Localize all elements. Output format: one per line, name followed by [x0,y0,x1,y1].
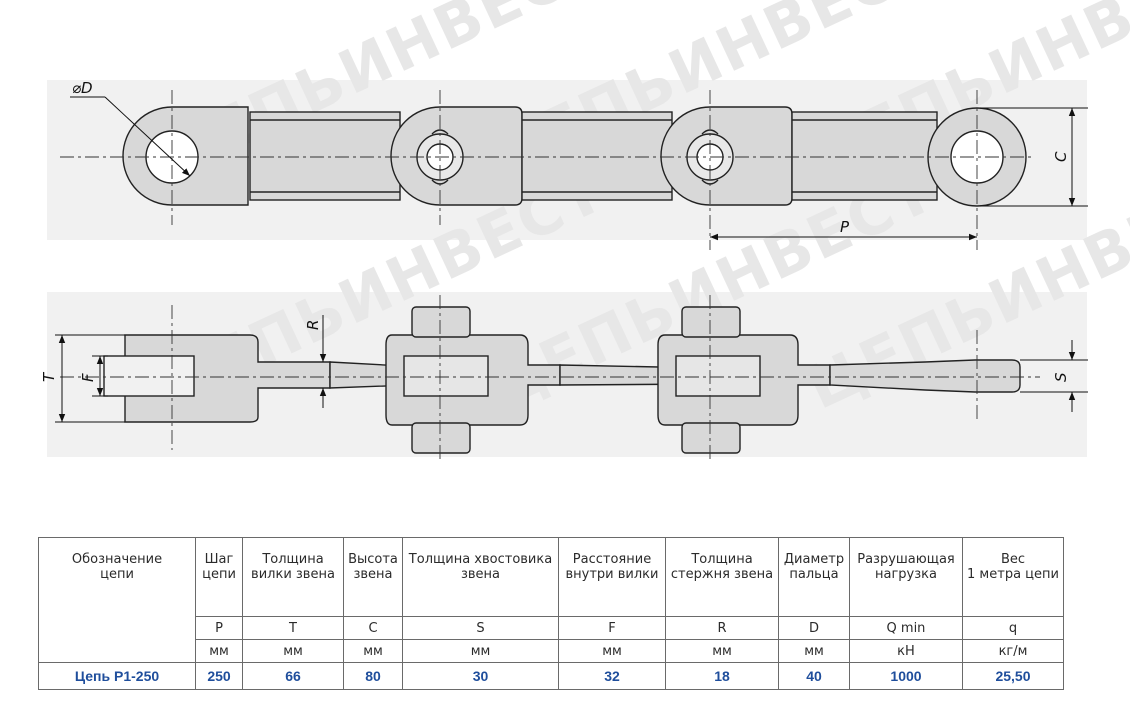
unit-cell: мм [343,639,403,663]
unit-cell: мм [242,639,344,663]
link-body-1 [249,111,401,201]
value-cell: 32 [558,662,666,690]
value-cell: 250 [195,662,243,690]
label-inside-fork: F [79,373,97,382]
symbol-cell: R [665,616,779,640]
header-designation: Обозначение цепи [38,537,196,663]
unit-cell: мм [558,639,666,663]
symbol-cell: P [195,616,243,640]
table-units-row: мм мм мм мм мм мм мм кН кг/м [39,639,1064,663]
side-view [103,306,1021,454]
symbol-cell: q [962,616,1064,640]
table-symbols-row: P T C S F R D Q min q [39,616,1064,640]
label-shank-thickness: S [1052,372,1070,382]
unit-cell: кг/м [962,639,1064,663]
symbol-cell: F [558,616,666,640]
unit-cell: мм [195,639,243,663]
symbol-cell: D [778,616,850,640]
header-pin-diameter: Диаметр пальца [778,537,850,617]
value-cell: 30 [402,662,559,690]
top-view [122,106,1027,207]
chain-drawing-svg: ЦЕПЬИНВЕСТ ЦЕПЬИНВЕСТ ЦЕПЬИНВЕСТ ЦЕПЬИНВ… [40,0,1130,460]
label-rod-thickness: R [304,320,322,330]
header-pitch: Шаг цепи [195,537,243,617]
header-rod-thickness: Толщина стержня звена [665,537,779,617]
header-height: Высота звена [343,537,403,617]
unit-cell: мм [665,639,779,663]
chain-designation: Цепь Р1-250 [38,662,196,690]
link-body-3 [791,111,938,201]
unit-cell: кН [849,639,963,663]
symbol-cell: Q min [849,616,963,640]
header-weight: Вес 1 метра цепи [962,537,1064,617]
pin-head-2-bottom [681,422,741,454]
pin-head-1-bottom [411,422,471,454]
centerlines-side [60,295,1040,460]
unit-cell: мм [778,639,850,663]
unit-cell: мм [402,639,559,663]
value-cell: 1000 [849,662,963,690]
header-inside-fork: Расстояние внутри вилки [558,537,666,617]
pin-head-2-top [681,306,741,338]
centerlines-top [60,90,1035,250]
dimensions-top [70,96,1088,241]
pin-head-1-top [411,306,471,338]
specs-table: Обозначение цепи Шаг цепи Толщина вилки … [38,537,1064,690]
symbol-cell: S [402,616,559,640]
dimensions-side [55,315,1088,423]
symbol-cell: C [343,616,403,640]
value-cell: 66 [242,662,344,690]
link-body-2 [521,111,673,201]
label-pitch: P [840,218,850,236]
chain-drawing: ЦЕПЬИНВЕСТ ЦЕПЬИНВЕСТ ЦЕПЬИНВЕСТ ЦЕПЬИНВ… [40,0,1130,460]
label-fork-thickness: T [40,371,58,382]
header-shank-thickness: Толщина хвостовика звена [402,537,559,617]
value-cell: 40 [778,662,850,690]
table-row: Цепь Р1-250 250 66 80 30 32 18 40 1000 2… [38,662,1064,690]
value-cell: 80 [343,662,403,690]
label-height: C [1052,151,1070,162]
value-cell: 25,50 [962,662,1064,690]
side-tail-right [829,359,1021,393]
value-cell: 18 [665,662,779,690]
header-fork-thickness: Толщина вилки звена [242,537,344,617]
header-breaking-load: Разрушающая нагрузка [849,537,963,617]
table-header-row: Обозначение цепи Шаг цепи Толщина вилки … [38,537,1064,663]
label-diameter: ⌀D [72,79,93,97]
symbol-cell: T [242,616,344,640]
